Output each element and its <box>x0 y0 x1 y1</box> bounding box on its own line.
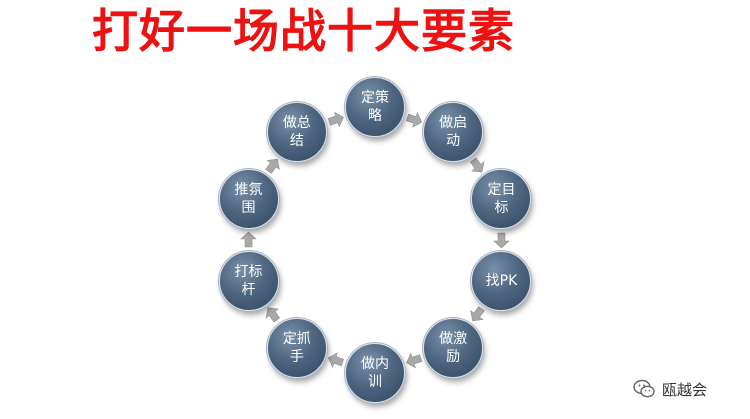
cycle-node-9: 推氛围 <box>218 168 279 229</box>
cycle-node-1: 定策略 <box>345 77 405 137</box>
cycle-node-8: 打标杆 <box>218 251 279 312</box>
cycle-arrow-6 <box>327 352 345 368</box>
cycle-node-label: 定目标 <box>487 181 516 216</box>
cycle-node-label: 定策略 <box>361 90 389 124</box>
cycle-node-5: 做激励 <box>423 317 484 378</box>
cycle-node-label: 做激励 <box>439 330 468 365</box>
watermark: 瓯越会 <box>632 377 707 401</box>
wechat-icon <box>633 379 655 398</box>
cycle-node-10: 做总结 <box>266 102 327 163</box>
cycle-node-7: 定抓手 <box>266 317 327 378</box>
cycle-arrow-1 <box>405 112 423 128</box>
cycle-node-2: 做启动 <box>423 102 484 163</box>
cycle-arrow-7 <box>265 307 281 323</box>
page-title: 打好一场战十大要素 <box>92 4 515 58</box>
cycle-node-6: 做内训 <box>345 343 405 403</box>
cycle-node-4: 找PK <box>471 251 532 312</box>
watermark-text: 瓯越会 <box>662 380 708 399</box>
cycle-arrow-10 <box>327 111 344 128</box>
cycle-node-label: 推氛围 <box>234 181 263 216</box>
cycle-arrow-2 <box>469 157 485 173</box>
cycle-node-label: 做内训 <box>361 356 389 390</box>
cycle-node-label: 打标杆 <box>234 264 263 299</box>
cycle-arrow-5 <box>406 352 423 369</box>
cycle-node-label: 定抓手 <box>282 330 311 365</box>
cycle-node-label: 找PK <box>485 273 518 290</box>
cycle-arrow-8 <box>240 231 257 248</box>
cycle-node-label: 做启动 <box>439 115 468 150</box>
cycle-node-label: 做总结 <box>282 115 311 150</box>
cycle-arrow-9 <box>265 158 280 174</box>
cycle-node-3: 定目标 <box>471 168 532 229</box>
cycle-arrow-4 <box>470 306 485 322</box>
cycle-arrow-3 <box>493 232 510 249</box>
